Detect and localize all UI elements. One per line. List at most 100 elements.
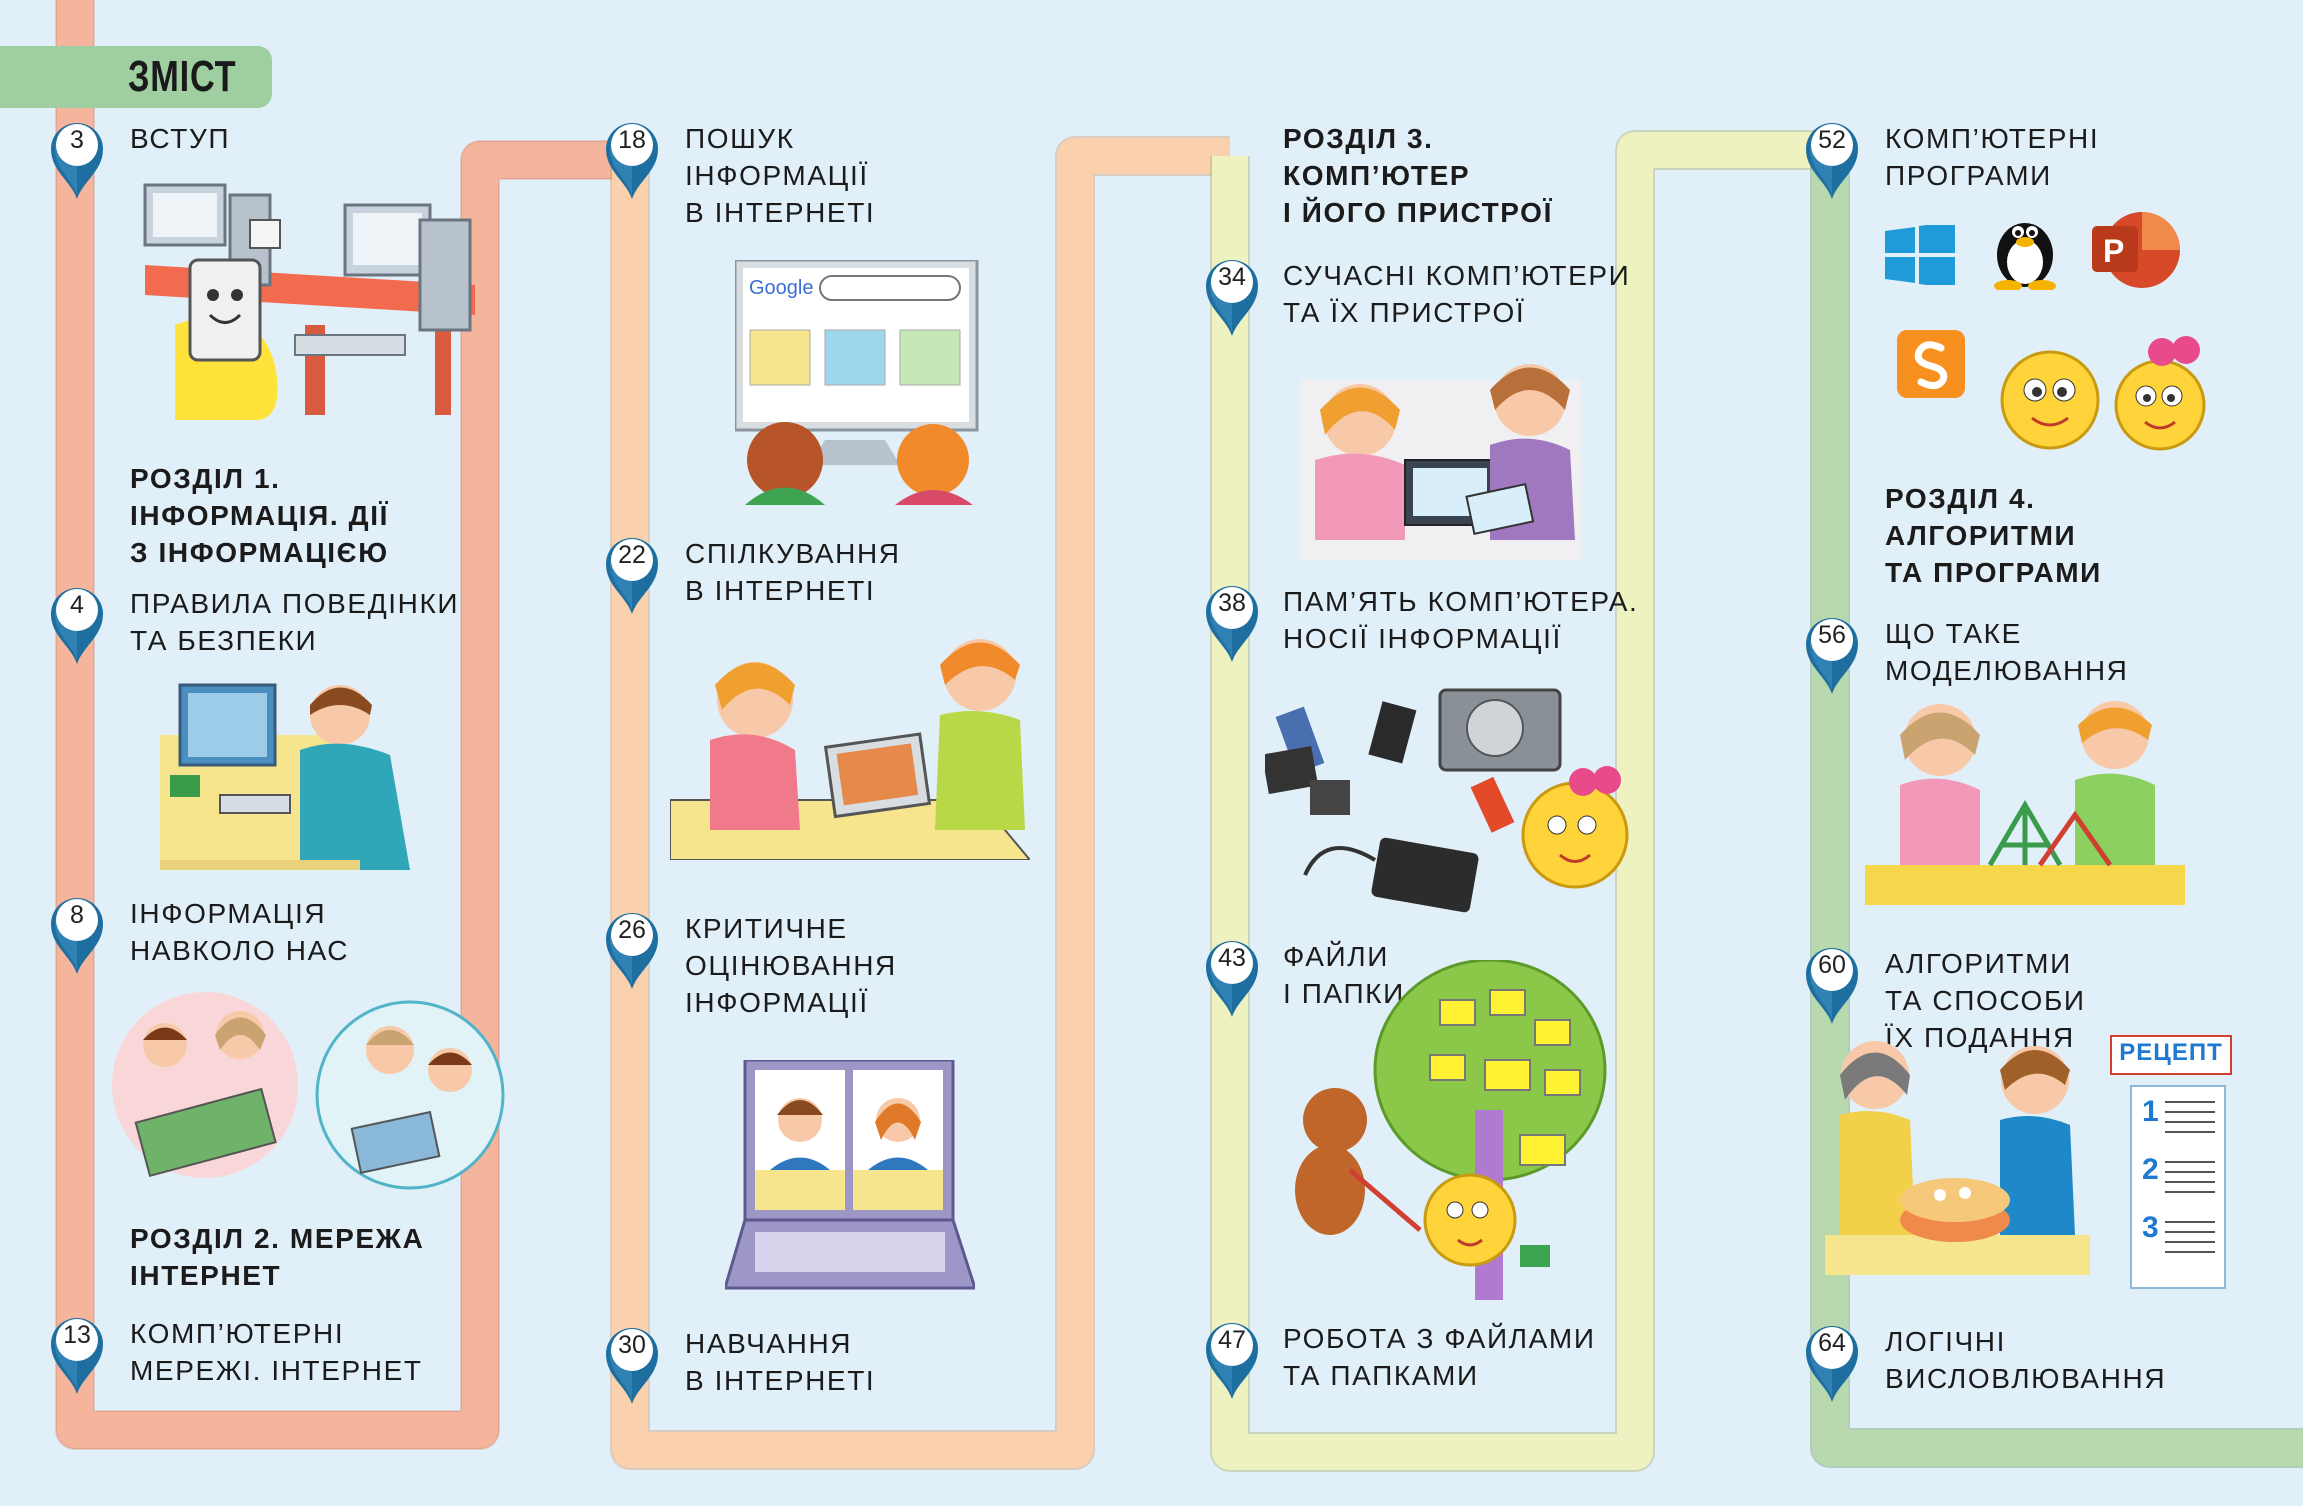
toc-entry-line: ВИСЛОВЛЮВАННЯ <box>1885 1363 2167 1394</box>
page-pin: 60 <box>1800 940 1864 1026</box>
toc-entry-line: ТА БЕЗПЕКИ <box>130 625 318 656</box>
toc-entry-line: І ПАПКИ <box>1283 978 1405 1009</box>
toc-entry-line: В ІНТЕРНЕТІ <box>685 575 876 606</box>
modern-computers-illustration <box>1301 364 1581 560</box>
toc-entry-line: ТА СПОСОБИ <box>1885 985 2086 1016</box>
page-pin: 34 <box>1200 252 1264 338</box>
toc-entry[interactable]: ЩО ТАКЕ МОДЕЛЮВАННЯ <box>1885 615 2128 689</box>
toc-entry-line: АЛГОРИТМИ <box>1885 948 2072 979</box>
recipe-step-3: 3 <box>2142 1211 2159 1244</box>
page-number: 13 <box>63 1321 91 1349</box>
toc-entry-line: ІНФОРМАЦІЯ <box>130 898 327 929</box>
intro-computers-illustration <box>143 183 475 420</box>
toc-entry[interactable]: СУЧАСНІ КОМП’ЮТЕРИ ТА ЇХ ПРИСТРОЇ <box>1283 257 1630 331</box>
page-number: 34 <box>1218 263 1246 291</box>
toc-entry-line: ПОШУК <box>685 123 795 154</box>
information-around-illustration <box>112 992 505 1190</box>
page-pin: 8 <box>45 890 109 976</box>
windows-icon <box>1885 221 1955 289</box>
section-heading-line: РОЗДІЛ 3. <box>1283 123 1434 154</box>
page-number: 43 <box>1218 944 1246 972</box>
storage-devices-illustration <box>1265 688 1629 913</box>
location-pin-icon <box>606 538 658 614</box>
page-pin: 47 <box>1200 1315 1264 1401</box>
page-pin: 13 <box>45 1310 109 1396</box>
toc-entry-line: ЩО ТАКЕ <box>1885 618 2022 649</box>
toc-entry-line: В ІНТЕРНЕТІ <box>685 1365 876 1396</box>
recipe-step-2: 2 <box>2142 1153 2159 1186</box>
toc-entry-line: МЕРЕЖІ. ІНТЕРНЕТ <box>130 1355 423 1386</box>
smiley-characters-illustration <box>2000 336 2206 451</box>
toc-entry-line: В ІНТЕРНЕТІ <box>685 197 876 228</box>
page-pin: 56 <box>1800 610 1864 696</box>
toc-entry[interactable]: КОМП’ЮТЕРНІ МЕРЕЖІ. ІНТЕРНЕТ <box>130 1315 423 1389</box>
location-pin-icon <box>1206 1323 1258 1399</box>
toc-entry-line: МОДЕЛЮВАННЯ <box>1885 655 2129 686</box>
location-pin-icon <box>1206 941 1258 1017</box>
toc-entry[interactable]: ФАЙЛИ І ПАПКИ <box>1283 938 1405 1012</box>
contents-heading: ЗМІСТ <box>128 52 237 101</box>
baking-illustration <box>1825 1041 2090 1275</box>
google-logo: Google <box>749 277 814 299</box>
toc-entry-line: СПІЛКУВАННЯ <box>685 538 901 569</box>
toc-entry-line: ТА ПАПКАМИ <box>1283 1360 1479 1391</box>
toc-entry[interactable]: КРИТИЧНЕ ОЦІНЮВАННЯ ІНФОРМАЦІЇ <box>685 910 897 1021</box>
toc-entry-line: ПРАВИЛА ПОВЕДІНКИ <box>130 588 460 619</box>
page-pin: 52 <box>1800 115 1864 201</box>
online-learning-illustration <box>725 1060 975 1290</box>
toc-entry[interactable]: ПАМ’ЯТЬ КОМП’ЮТЕРА. НОСІЇ ІНФОРМАЦІЇ <box>1283 583 1638 657</box>
location-pin-icon <box>51 898 103 974</box>
scratch-icon <box>1895 328 1967 400</box>
location-pin-icon <box>1206 586 1258 662</box>
toc-entry-line: СУЧАСНІ КОМП’ЮТЕРИ <box>1283 260 1631 291</box>
toc-entry[interactable]: ПРАВИЛА ПОВЕДІНКИ ТА БЕЗПЕКИ <box>130 585 459 659</box>
toc-entry[interactable]: СПІЛКУВАННЯ В ІНТЕРНЕТІ <box>685 535 901 609</box>
recipe-step-1: 1 <box>2142 1095 2159 1128</box>
toc-entry-line: КОМП’ЮТЕРНІ <box>130 1318 345 1349</box>
location-pin-icon <box>1806 123 1858 199</box>
page-pin: 26 <box>600 905 664 991</box>
section-heading-line: І ЙОГО ПРИСТРОЇ <box>1283 197 1553 228</box>
toc-entry-line: НОСІЇ ІНФОРМАЦІЇ <box>1283 623 1562 654</box>
section-heading-line: З ІНФОРМАЦІЄЮ <box>130 537 389 568</box>
page-number: 38 <box>1218 589 1246 617</box>
toc-entry-line: КРИТИЧНЕ <box>685 913 848 944</box>
location-pin-icon <box>1206 260 1258 336</box>
toc-entry-line: ТА ЇХ ПРИСТРОЇ <box>1283 297 1526 328</box>
online-chat-illustration <box>670 639 1030 860</box>
section-heading: РОЗДІЛ 1. ІНФОРМАЦІЯ. ДІЇ З ІНФОРМАЦІЄЮ <box>130 460 389 571</box>
toc-entry-line: ПРОГРАМИ <box>1885 160 2052 191</box>
page-number: 26 <box>618 916 646 944</box>
toc-entry-line: НАВКОЛО НАС <box>130 935 350 966</box>
recipe-card: РЕЦЕПТ 1 2 3 <box>2110 1035 2232 1290</box>
page-number: 47 <box>1218 1326 1246 1354</box>
page-pin: 18 <box>600 115 664 201</box>
page-pin: 3 <box>45 115 109 201</box>
toc-entry-line: ФАЙЛИ <box>1283 941 1389 972</box>
section-heading-line: ІНТЕРНЕТ <box>130 1260 282 1291</box>
location-pin-icon <box>1806 618 1858 694</box>
section-heading-line: АЛГОРИТМИ <box>1885 520 2077 551</box>
page-pin: 30 <box>600 1320 664 1406</box>
section-heading-line: РОЗДІЛ 1. <box>130 463 281 494</box>
location-pin-icon <box>606 1328 658 1404</box>
toc-entry[interactable]: ІНФОРМАЦІЯ НАВКОЛО НАС <box>130 895 349 969</box>
page-pin: 38 <box>1200 578 1264 664</box>
powerpoint-icon: P <box>2092 210 2182 290</box>
toc-entry-line: ОЦІНЮВАННЯ <box>685 950 897 981</box>
toc-entry-line: ІНФОРМАЦІЇ <box>685 987 869 1018</box>
toc-entry[interactable]: ВСТУП <box>130 120 230 157</box>
section-heading-line: ТА ПРОГРАМИ <box>1885 557 2102 588</box>
contents-heading-tab: ЗМІСТ <box>0 46 272 108</box>
section-heading-line: ІНФОРМАЦІЯ. ДІЇ <box>130 500 389 531</box>
location-pin-icon <box>51 1318 103 1394</box>
toc-entry-line: ПАМ’ЯТЬ КОМП’ЮТЕРА. <box>1283 586 1639 617</box>
